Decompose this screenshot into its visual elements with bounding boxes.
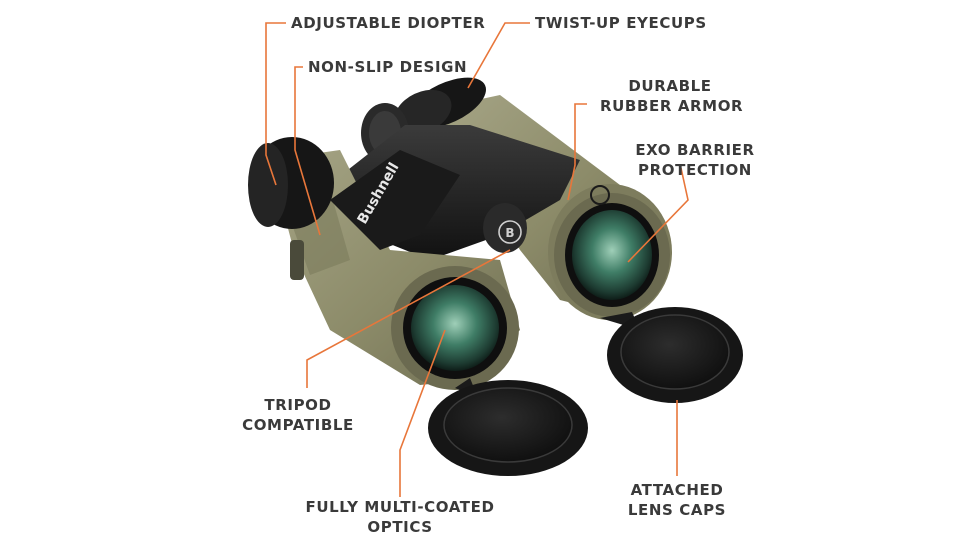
callout-twist-up-eyecups: TWIST-UP EYECUPS: [535, 13, 707, 33]
callout-non-slip-design: NON-SLIP DESIGN: [308, 57, 467, 77]
callout-tripod-compatible: TRIPOD COMPATIBLE: [233, 395, 363, 435]
leader-durable-rubber-armor: [567, 103, 587, 201]
right-lens-cap: [600, 307, 743, 403]
left-objective-lens: [391, 266, 519, 390]
leader-fully-multi-coated-optics: [399, 329, 446, 497]
callout-adjustable-diopter-text: ADJUSTABLE DIOPTER: [291, 14, 486, 32]
callout-tripod-compatible-line1: TRIPOD: [264, 396, 332, 414]
callout-durable-rubber-armor-line2: RUBBER ARMOR: [600, 97, 744, 115]
callout-attached-lens-caps-line1: ATTACHED: [630, 481, 724, 499]
callout-lines: [265, 22, 689, 497]
tripod-mount: [290, 240, 304, 280]
callout-exo-barrier-protection: EXO BARRIER PROTECTION: [630, 140, 760, 180]
leader-twist-up-eyecups: [467, 22, 530, 89]
right-eyecup: [394, 77, 486, 135]
callout-tripod-compatible-line2: COMPATIBLE: [242, 416, 354, 434]
leader-non-slip-design: [294, 66, 321, 236]
left-lens-cap: [428, 378, 588, 476]
right-objective-lens: [554, 185, 670, 317]
leader-exo-barrier-protection: [627, 167, 689, 263]
leader-adjustable-diopter: [265, 22, 286, 186]
callout-adjustable-diopter: ADJUSTABLE DIOPTER: [291, 13, 485, 33]
callout-fully-multi-coated-optics-line2: OPTICS: [367, 518, 433, 536]
callout-exo-barrier-protection-line1: EXO BARRIER: [635, 141, 755, 159]
logo-knob: B: [483, 203, 527, 253]
left-eyecup: [248, 137, 334, 229]
callout-attached-lens-caps: ATTACHED LENS CAPS: [612, 480, 742, 520]
callout-fully-multi-coated-optics: FULLY MULTI-COATED OPTICS: [305, 497, 495, 537]
callout-non-slip-design-text: NON-SLIP DESIGN: [308, 58, 468, 76]
callout-durable-rubber-armor: DURABLE RUBBER ARMOR: [600, 76, 744, 116]
callout-fully-multi-coated-optics-line1: FULLY MULTI-COATED: [305, 498, 495, 516]
callout-attached-lens-caps-line2: LENS CAPS: [627, 501, 727, 519]
callout-twist-up-eyecups-text: TWIST-UP EYECUPS: [535, 14, 707, 32]
callout-durable-rubber-armor-line1: DURABLE: [628, 77, 712, 95]
leader-tripod-compatible: [306, 249, 511, 388]
callout-exo-barrier-protection-line2: PROTECTION: [638, 161, 752, 179]
svg-text:B: B: [505, 226, 514, 240]
